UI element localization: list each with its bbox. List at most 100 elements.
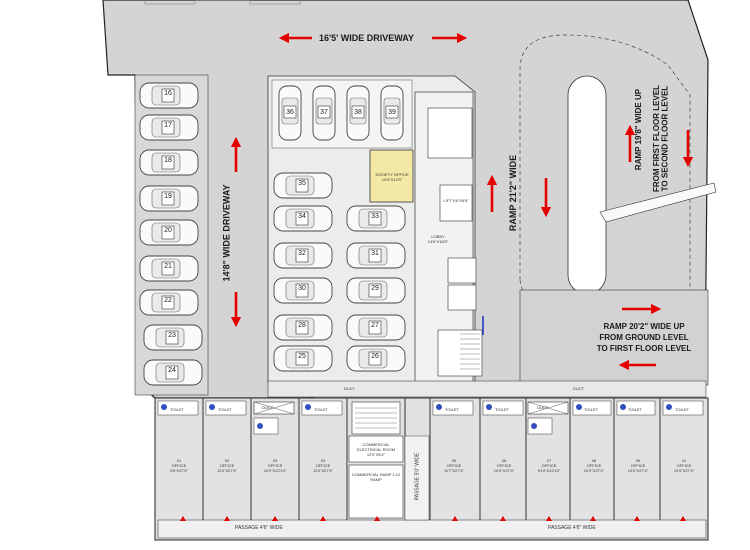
office-number: 08	[591, 458, 597, 463]
parking-slot: 17	[138, 112, 200, 143]
office-size: 10'0"X22'10"	[263, 468, 287, 473]
parking-slot: 36	[277, 84, 303, 142]
parking-slot: 26	[345, 343, 407, 374]
parking-slot-number: 27	[371, 322, 379, 329]
parking-slot-number: 38	[354, 109, 362, 116]
office-number: 10	[681, 458, 687, 463]
office-size: 10'0"X27'4"	[583, 468, 605, 473]
office-label: OFFICE	[630, 463, 646, 468]
ramp-right-label-1: RAMP 19'8" WIDE UP	[634, 88, 644, 171]
top-edge-ticks	[144, 0, 301, 5]
parking-slot-number: 39	[388, 109, 396, 116]
passage-vertical	[404, 435, 430, 521]
parking-slot: 33	[345, 203, 407, 234]
ramp-right-label-3: TO SECOND FLOOR LEVEL	[660, 85, 670, 192]
passage-right-label: PASSAGE 4'6" WIDE	[548, 525, 596, 531]
duct-band-label-2: DUCT	[573, 386, 585, 391]
office-number: 06	[501, 458, 507, 463]
ramp-low-label-3: TO FIRST FLOOR LEVEL	[596, 344, 692, 353]
parking-slot-number: 37	[320, 109, 328, 116]
parking-slot: 21	[138, 253, 200, 284]
office-size: 9'6"X27'4"	[169, 468, 189, 473]
office-number: 04	[320, 458, 326, 463]
parking-slot: 35	[272, 170, 334, 201]
passage-vertical-label: PASSAGE 5'0" WIDE	[414, 452, 421, 501]
commercial-stair-treads	[355, 407, 397, 429]
office-size: 10'0"X27'4"	[493, 468, 515, 473]
toilet-label: TOILET	[628, 407, 642, 412]
toilet-label: TOILET	[495, 407, 509, 412]
office-label: OFFICE	[586, 463, 602, 468]
office-label: OFFICE	[315, 463, 331, 468]
parking-slot: 24	[142, 357, 204, 388]
parking-slot: 23	[142, 322, 204, 353]
passage-strip	[157, 519, 707, 539]
parking-slot-number: 32	[298, 250, 306, 257]
toilet-label: TOILET	[445, 407, 459, 412]
parking-slot: 27	[345, 312, 407, 343]
parking-slot-number: 28	[298, 322, 306, 329]
toilet-label: TOILET	[584, 407, 598, 412]
lift-label: LIFT 5'6"X6'6"	[443, 198, 469, 203]
society-office-label: SOCIETY OFFICE 10'5"X12'5"	[375, 172, 409, 182]
duct-label-left: DUCT	[262, 405, 274, 410]
parking-slot: 30	[272, 275, 334, 306]
parking-slot-number: 23	[168, 332, 176, 339]
ramp-oval-dashed	[519, 34, 691, 300]
parking-slot: 16	[138, 80, 200, 111]
parking-slot: 29	[345, 275, 407, 306]
parking-slot-number: 30	[298, 285, 306, 292]
office-size: 11'0"X27'4"	[216, 468, 238, 473]
toilet-label: TOILET	[170, 407, 184, 412]
lobby-label: LOBBY 14'6"X18'5"	[427, 234, 449, 244]
parking-slot-number: 29	[371, 285, 379, 292]
stair-lower-treads	[460, 333, 480, 370]
office-label: OFFICE	[267, 463, 283, 468]
office-label: OFFICE	[446, 463, 462, 468]
office-label: OFFICE	[219, 463, 235, 468]
parking-slot: 39	[379, 84, 405, 142]
toilet-label: TOILET	[218, 407, 232, 412]
parking-slot: 37	[311, 84, 337, 142]
parking-slot-number: 17	[164, 122, 172, 129]
parking-slot-number: 16	[164, 90, 172, 97]
parking-slot-number: 31	[371, 250, 379, 257]
toilet-boxes	[157, 400, 704, 435]
office-label: OFFICE	[496, 463, 512, 468]
parking-slot-number: 34	[298, 213, 306, 220]
commercial-electrical-room	[348, 435, 404, 463]
commercial-ramp-label: COMMERCIAL RAMP 1:12 RAMP	[351, 472, 401, 482]
office-dividers	[202, 398, 661, 520]
parking-slot-number: 21	[164, 263, 172, 270]
commercial-ramp-room	[348, 464, 404, 519]
lift-lower-1	[447, 257, 477, 284]
office-strip	[154, 397, 709, 541]
duct-band-label: DUCT	[344, 386, 356, 391]
office-label: OFFICE	[171, 463, 187, 468]
stair-lower	[437, 329, 483, 377]
parking-slot: 18	[138, 147, 200, 178]
parking-slot: 20	[138, 217, 200, 248]
passage-left-label: PASSAGE 4'6" WIDE	[235, 525, 283, 531]
society-office	[369, 149, 414, 203]
parking-slot-number: 19	[164, 193, 172, 200]
office-size: 11'0"X27'4"	[312, 468, 334, 473]
office-number: 07	[546, 458, 552, 463]
office-size: 10'0"X27'4"	[627, 468, 649, 473]
electrical-room-label: COMMERCIAL ELECTRICAL ROOM 12'0"X5'4"	[356, 442, 396, 457]
parking-slot-number: 33	[371, 213, 379, 220]
toilet-label: TOILET	[675, 407, 689, 412]
ramp-island	[567, 75, 607, 295]
office-number: 05	[451, 458, 457, 463]
ramp-mid-label: RAMP 21'2" WIDE	[508, 154, 519, 232]
parking-slot: 38	[345, 84, 371, 142]
parking-slot: 31	[345, 240, 407, 271]
office-size: 11'7"X27'4"	[443, 468, 465, 473]
